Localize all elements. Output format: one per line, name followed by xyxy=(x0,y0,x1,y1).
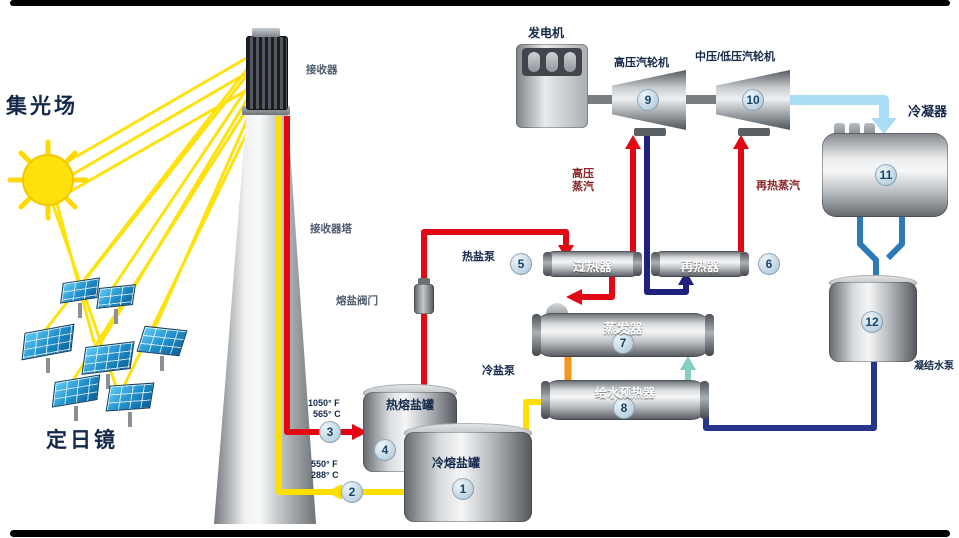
condenser-stub xyxy=(849,123,860,137)
badge-6: 6 xyxy=(758,253,780,275)
condenser-stub xyxy=(864,123,875,137)
hp-steam-label: 高压蒸汽 xyxy=(572,168,594,193)
heliostat-post xyxy=(74,406,78,421)
badge-3: 3 xyxy=(319,421,341,443)
cold-salt-pipe xyxy=(276,116,545,495)
cold-salt-arrow xyxy=(326,484,342,500)
receiver-flange xyxy=(242,106,290,115)
turbine-base xyxy=(738,128,770,136)
hot-salt-pump-label: 热盐泵 xyxy=(462,251,495,263)
evaporator-label: 蒸发器 xyxy=(603,321,643,336)
heliostat-post xyxy=(46,358,50,373)
receiver-label: 接收器 xyxy=(306,64,338,76)
heliostat-icon xyxy=(105,382,155,427)
receiver-tower-label: 接收器塔 xyxy=(310,223,352,235)
heliostat-post xyxy=(128,412,132,427)
feedwater-return-pipe xyxy=(703,356,877,431)
sun-icon xyxy=(7,139,89,221)
cold-tank-label: 冷熔盐罐 xyxy=(432,456,481,470)
badge-10: 10 xyxy=(742,89,764,111)
badge-7: 7 xyxy=(612,332,634,354)
condenser-stub xyxy=(834,123,845,137)
badge-2: 2 xyxy=(341,481,363,503)
lp-turbine-label: 中压/低压汽轮机 xyxy=(695,51,776,63)
heliostat-icon xyxy=(96,284,136,324)
condenser-label: 冷凝器 xyxy=(908,104,948,119)
frame-top-bar xyxy=(10,0,950,6)
salt-valve-cap xyxy=(418,278,430,286)
exhaust-steam-arrow xyxy=(871,118,897,134)
reheat-steam-label: 再热蒸汽 xyxy=(756,180,800,192)
cold-temp-c-label: 288° C xyxy=(311,470,339,480)
salt-valve-icon xyxy=(414,284,434,314)
badge-11: 11 xyxy=(875,164,897,186)
cold-tank-icon xyxy=(404,432,532,522)
feedwater-riser-arrow xyxy=(680,356,696,370)
heliostat-icon xyxy=(60,277,100,318)
cold-salt-pump-label: 冷盐泵 xyxy=(482,365,515,377)
heliostat-post xyxy=(78,303,82,318)
cold-temp-f-label: 550° F xyxy=(311,459,338,469)
preheater-label: 给水预热器 xyxy=(594,386,655,400)
cold-reheat-arrow xyxy=(678,271,694,285)
heliostat-icon xyxy=(136,325,188,371)
heliostat-post xyxy=(106,374,110,389)
generator-coil xyxy=(564,52,576,72)
badge-12: 12 xyxy=(861,311,883,333)
heliostat-icon xyxy=(51,374,101,421)
turbine-base xyxy=(634,128,666,136)
superheater-icon xyxy=(543,251,642,277)
frame-bottom-bar xyxy=(10,530,950,537)
receiver-icon xyxy=(246,36,288,110)
reheater-icon xyxy=(651,251,749,277)
cold-reheat-pipe xyxy=(644,128,689,295)
salt-valve-label: 熔盐阀门 xyxy=(336,295,378,307)
reheater-label: 再热器 xyxy=(680,259,720,274)
receiver-cap xyxy=(252,28,280,37)
condensate-pump-label: 凝结水泵 xyxy=(914,361,954,372)
badge-8: 8 xyxy=(613,397,635,419)
hot-temp-f-label: 1050° F xyxy=(308,398,340,408)
generator-coil xyxy=(528,52,540,72)
heliostat-icon xyxy=(21,323,75,373)
heliostat-post xyxy=(114,309,118,324)
badge-1: 1 xyxy=(452,478,474,500)
heliostat-post xyxy=(160,356,164,371)
collector-field-label: 集光场 xyxy=(6,95,78,118)
generator-icon xyxy=(516,44,588,128)
badge-5: 5 xyxy=(510,253,532,275)
hot-temp-c-label: 565° C xyxy=(313,409,341,419)
badge-4: 4 xyxy=(374,439,396,461)
hp-turbine-label: 高压汽轮机 xyxy=(614,57,669,69)
hot-tank-label: 热熔盐罐 xyxy=(386,398,435,412)
badge-9: 9 xyxy=(637,89,659,111)
heliostat-icon xyxy=(81,341,135,389)
turbine-shaft xyxy=(686,95,718,104)
generator-label: 发电机 xyxy=(528,26,565,40)
exhaust-steam-pipe xyxy=(786,95,889,120)
heliostat-label: 定日镜 xyxy=(46,429,118,452)
superheater-label: 过热器 xyxy=(572,259,612,274)
turbine-shaft xyxy=(586,95,614,104)
generator-coil xyxy=(546,52,558,72)
